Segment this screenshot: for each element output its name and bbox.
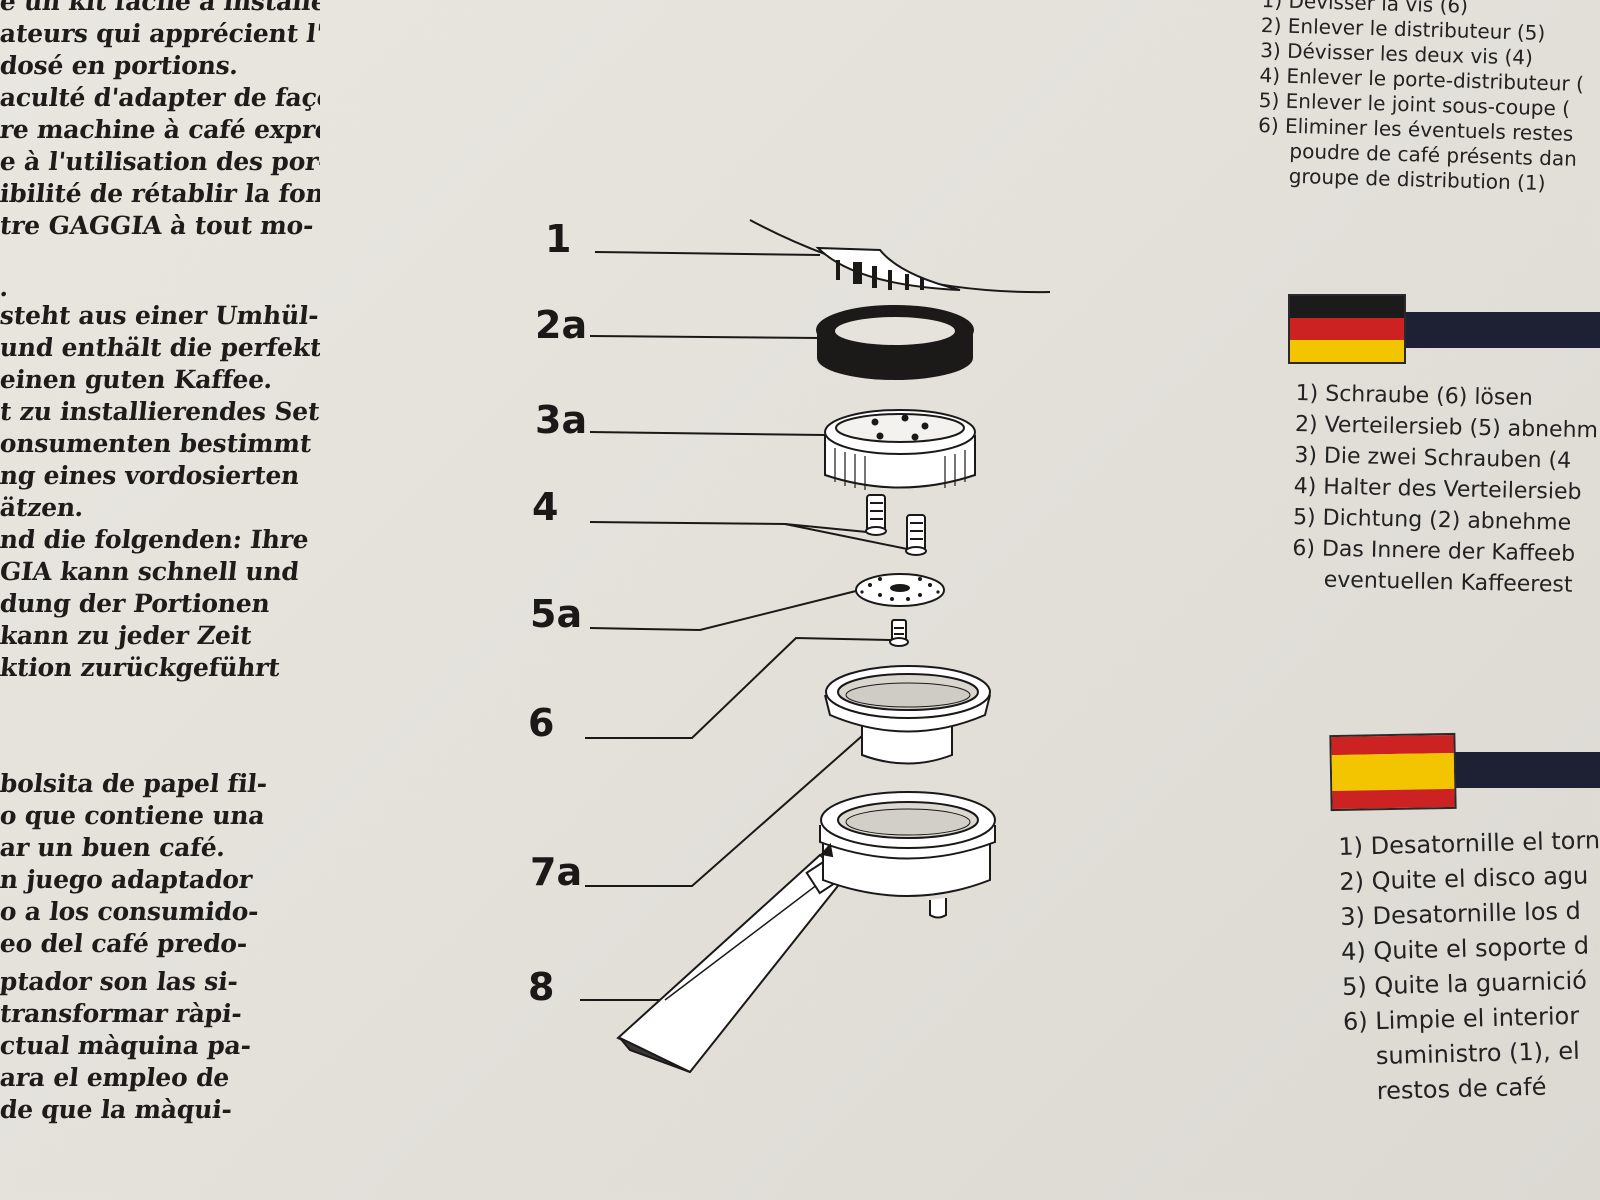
text-line: ibilité de rétablir la fonc- (0, 179, 320, 208)
german-intro-paragraph: steht aus einer Umhül- und enthält die p… (0, 300, 320, 684)
text-line: bolsita de papel fil- (0, 769, 269, 798)
exploded-parts-diagram: 1 2a 3a 4 5a 6 7a 8 (528, 217, 1051, 1074)
part-7a-filter-basket (824, 665, 991, 765)
part-2a-gasket (816, 305, 974, 380)
text-line: steht aus einer Umhül- (0, 301, 320, 330)
leader-lines (580, 251, 913, 1001)
german-section-band (1380, 312, 1600, 348)
part-8-portafilter (616, 791, 996, 1074)
text-line: o a los consumido- (0, 897, 261, 926)
text-line: aculté d'adapter de façon (0, 83, 320, 112)
text-line: e à l'utilisation des por- (0, 147, 320, 176)
spanish-intro-paragraph: bolsita de papel fil- o que contiene una… (0, 768, 320, 1126)
part-5a-shower-disc (855, 573, 945, 607)
text-line: ara el empleo de (0, 1063, 231, 1092)
text-line: eo del café predo- (0, 929, 249, 958)
part-6-screw (889, 619, 909, 647)
text-line: n juego adaptador (0, 865, 254, 894)
part-1-group-head (749, 219, 1051, 294)
left-text-column: e un kit facile à installer ateurs qui a… (0, 0, 320, 1200)
callout-label-4: 4 (532, 485, 558, 529)
text-line: kann zu jeder Zeit (0, 621, 254, 650)
french-instructions-list: 1) Dévisser la vis (6) 2) Enlever le dis… (1256, 0, 1586, 197)
text-line: de que la màqui- (0, 1095, 234, 1124)
callout-label-5a: 5a (530, 592, 582, 636)
spanish-instructions-list: 1) Desatornille el torn 2) Quite el disc… (1338, 823, 1600, 1110)
text-line: t zu installierendes Set (0, 397, 320, 426)
text-line: o que contiene una (0, 801, 266, 830)
text-line: dosé en portions. (0, 51, 240, 80)
callout-label-8: 8 (528, 965, 554, 1009)
spanish-flag-icon (1329, 732, 1457, 812)
text-line: GIA kann schnell und (0, 557, 301, 586)
list-item: suministro (1), el (1375, 1036, 1581, 1071)
text-line: onsumenten bestimmt (0, 429, 313, 458)
text-line: einen guten Kaffee. (0, 365, 275, 394)
text-line: ctual màquina pa- (0, 1031, 253, 1060)
text-line: re machine à café expres- (0, 115, 320, 144)
callout-label-3a: 3a (535, 398, 587, 442)
text-line: ng eines vordosierten (0, 461, 301, 490)
text-line: tre GAGGIA à tout mo- (0, 211, 316, 240)
callout-label-1: 1 (545, 217, 571, 261)
text-line: ätzen. (0, 493, 86, 522)
text-line: ktion zurückgeführt (0, 653, 282, 682)
german-flag-icon (1288, 294, 1406, 364)
part-4-screws (865, 494, 927, 556)
callout-label-7a: 7a (530, 850, 582, 894)
text-line: und enthält die perfekt (0, 333, 320, 362)
text-line: ptador son las si- (0, 967, 240, 996)
german-instructions-list: 1) Schraube (6) lösen 2) Verteilersieb (… (1291, 378, 1598, 601)
text-line: ateurs qui apprécient l'uti- (0, 19, 320, 48)
list-item: restos de café (1376, 1072, 1547, 1106)
text-line: nd die folgenden: Ihre (0, 525, 311, 554)
french-intro-paragraph: e un kit facile à installer ateurs qui a… (0, 0, 320, 304)
text-line: e un kit facile à installer (0, 0, 320, 16)
spanish-section-band (1455, 752, 1600, 788)
callout-label-2a: 2a (535, 303, 587, 347)
text-line: transformar ràpi- (0, 999, 244, 1028)
list-item: eventuellen Kaffeerest (1323, 567, 1573, 598)
text-line: dung der Portionen (0, 589, 272, 618)
text-line: ar un buen café. (0, 833, 227, 862)
callout-label-6: 6 (528, 701, 554, 745)
part-3a-shower-holder (824, 409, 976, 490)
